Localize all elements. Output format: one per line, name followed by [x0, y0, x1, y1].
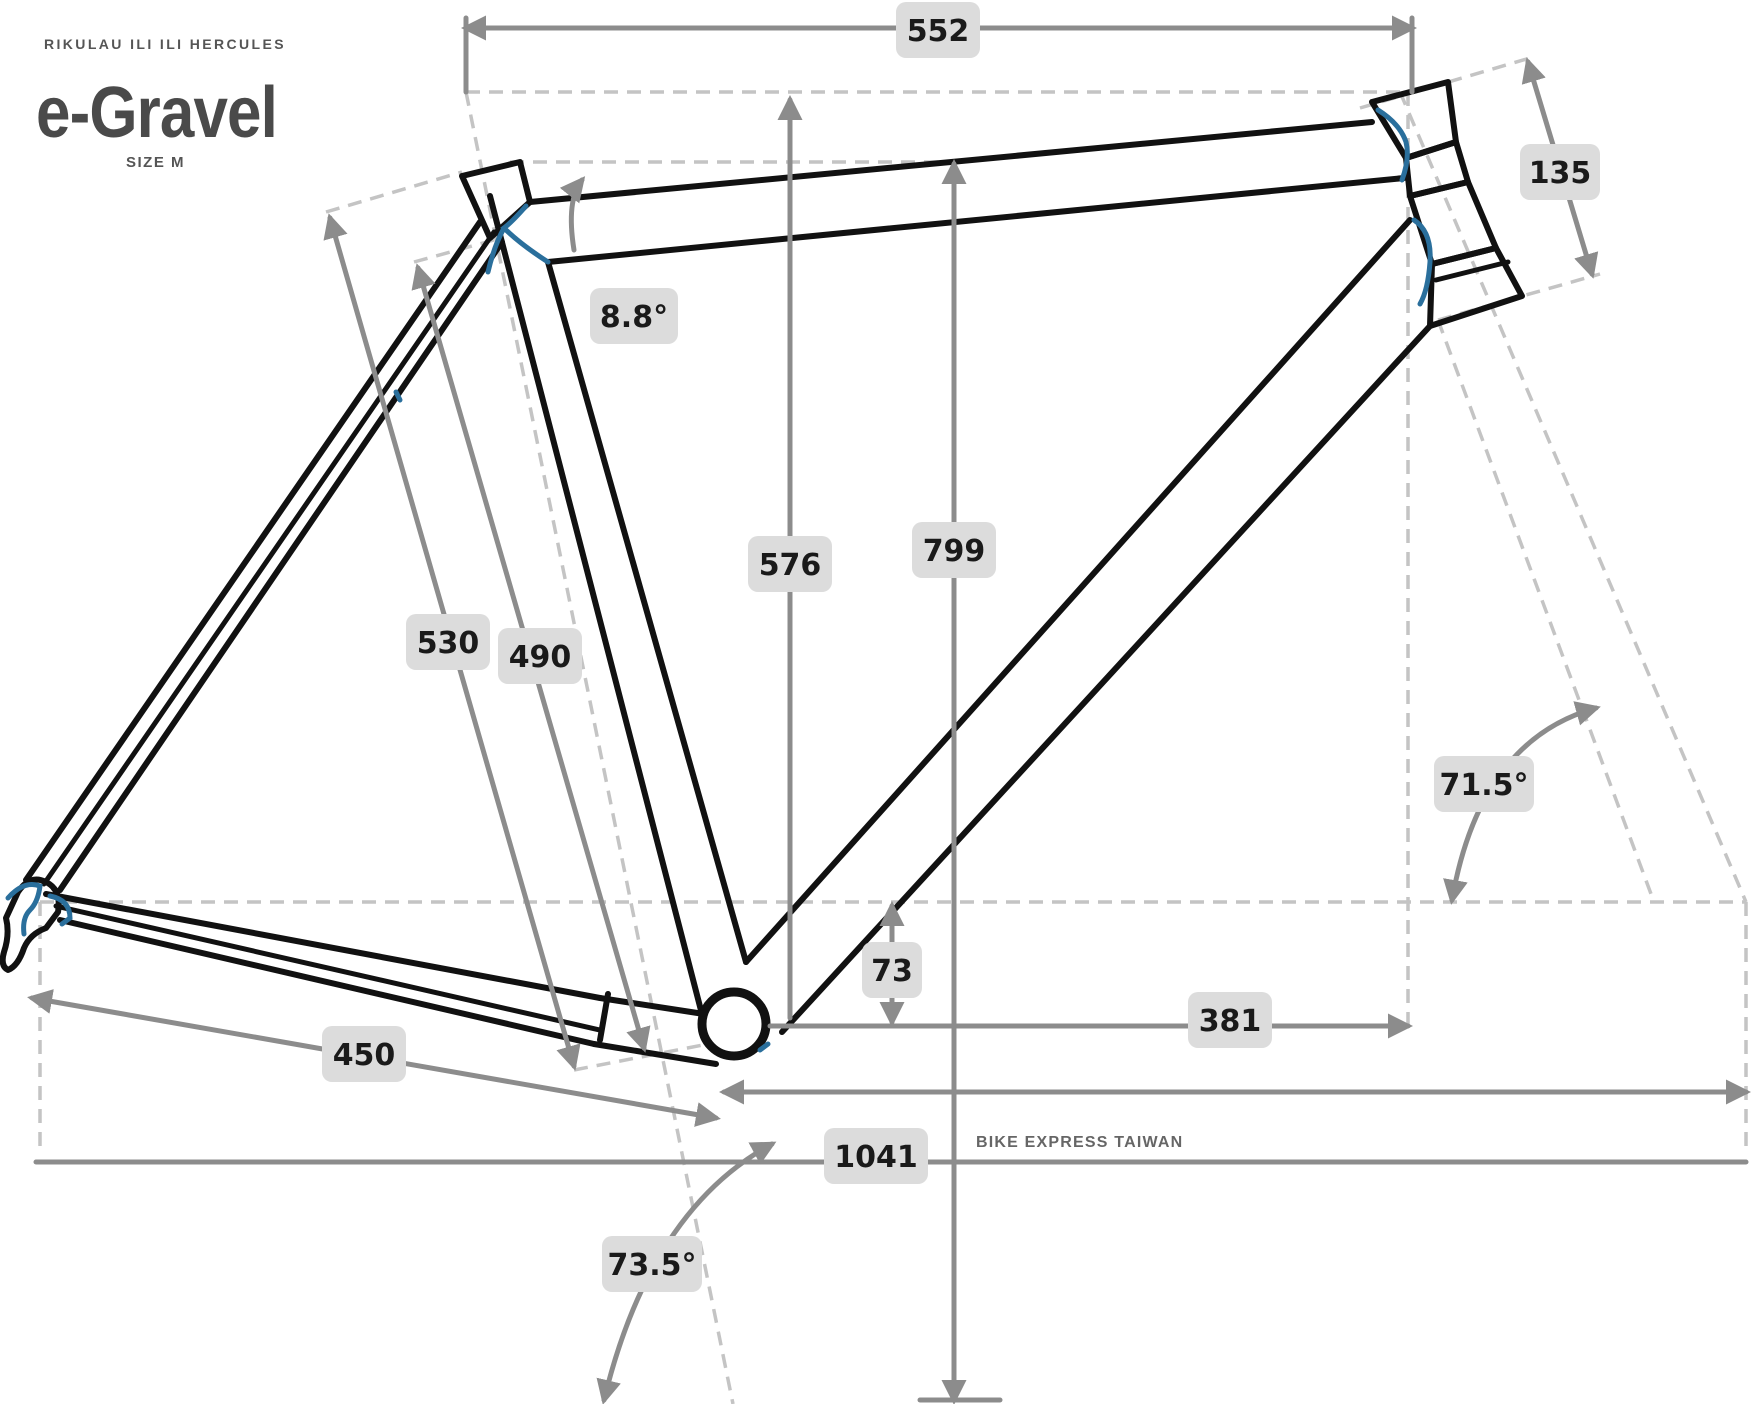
label-reach: 552 [896, 2, 980, 58]
label-head-tube-bg [1520, 144, 1600, 200]
cable-dropout-a [5, 882, 43, 937]
label-standover-text: 799 [923, 534, 986, 569]
size-label: SIZE M [126, 154, 186, 171]
label-stack: 576 [748, 536, 832, 592]
label-seat-tube-ct-text: 530 [417, 626, 480, 661]
label-reach-text: 552 [907, 14, 970, 49]
label-seat-tube-ct-bg [406, 614, 490, 670]
label-wheelbase-text: 1041 [834, 1140, 918, 1175]
guide-lines [38, 56, 1748, 1405]
measurement-labels: 552 135 8.8° 576 799 530 490 71.5° [322, 2, 1600, 1292]
model-name: e-Gravel [36, 73, 278, 153]
label-top-tube-slope: 8.8° [590, 288, 678, 344]
cable-head-lower [1411, 217, 1433, 307]
head-tube-ring [1433, 259, 1511, 283]
label-top-tube-slope-bg [590, 288, 678, 344]
label-front-center-bg [1188, 992, 1272, 1048]
cable-head-upper [1375, 107, 1410, 183]
label-head-angle: 71.5° [1434, 756, 1534, 812]
cable-routing [5, 107, 1433, 1053]
credit-text: BIKE EXPRESS TAIWAN [976, 1134, 1184, 1151]
label-seat-tube-cc-text: 490 [509, 640, 572, 675]
bottom-bracket-shell [697, 987, 771, 1061]
label-reach-bg [896, 2, 980, 58]
label-front-center: 381 [1188, 992, 1272, 1048]
label-bb-drop: 73 [862, 942, 922, 998]
label-head-angle-bg [1434, 756, 1534, 812]
label-head-angle-text: 71.5° [1439, 768, 1528, 803]
label-standover-bg [912, 522, 996, 578]
cable-top-tube-entry [500, 203, 551, 265]
label-seat-angle-bg [602, 1236, 702, 1292]
label-seat-angle: 73.5° [602, 1236, 702, 1292]
seat-tube-right [545, 259, 749, 965]
label-stack-bg [748, 536, 832, 592]
guide-seat-tube-top [325, 170, 463, 214]
label-top-tube-slope-text: 8.8° [600, 300, 668, 335]
label-seat-angle-text: 73.5° [607, 1248, 696, 1283]
chain-stay-middle [53, 903, 603, 1033]
cable-bb [757, 1041, 771, 1053]
guide-ht-extension [1436, 319, 1656, 903]
label-head-tube-text: 135 [1529, 156, 1592, 191]
label-front-center-text: 381 [1199, 1004, 1262, 1039]
label-chainstay: 450 [322, 1026, 406, 1082]
head-tube-bottom-cup [1427, 245, 1525, 329]
label-wheelbase-bg [824, 1128, 928, 1184]
rear-dropout [0, 876, 62, 973]
down-tube-lower [779, 323, 1433, 1035]
brand-line: RIKULAU ILI ILI HERCULES [44, 36, 286, 52]
label-seat-tube-cc: 490 [498, 628, 582, 684]
top-tube-lower [545, 175, 1407, 265]
dim-top-tube-slope [559, 176, 586, 253]
label-chainstay-text: 450 [333, 1038, 396, 1073]
label-seat-tube-cc-bg [498, 628, 582, 684]
label-bb-drop-bg [862, 942, 922, 998]
label-stack-text: 576 [759, 548, 822, 583]
label-standover: 799 [912, 522, 996, 578]
label-wheelbase: 1041 [824, 1128, 928, 1184]
down-tube-upper [743, 217, 1413, 965]
seat-stay-a [23, 219, 483, 883]
label-chainstay-bg [322, 1026, 406, 1082]
label-seat-tube-ct: 530 [406, 614, 490, 670]
guide-steerer-axis [1398, 91, 1748, 903]
cable-dropout-b [47, 893, 73, 927]
label-bb-drop-text: 73 [871, 954, 913, 989]
label-head-tube: 135 [1520, 144, 1600, 200]
seat-stay-c [57, 239, 505, 893]
